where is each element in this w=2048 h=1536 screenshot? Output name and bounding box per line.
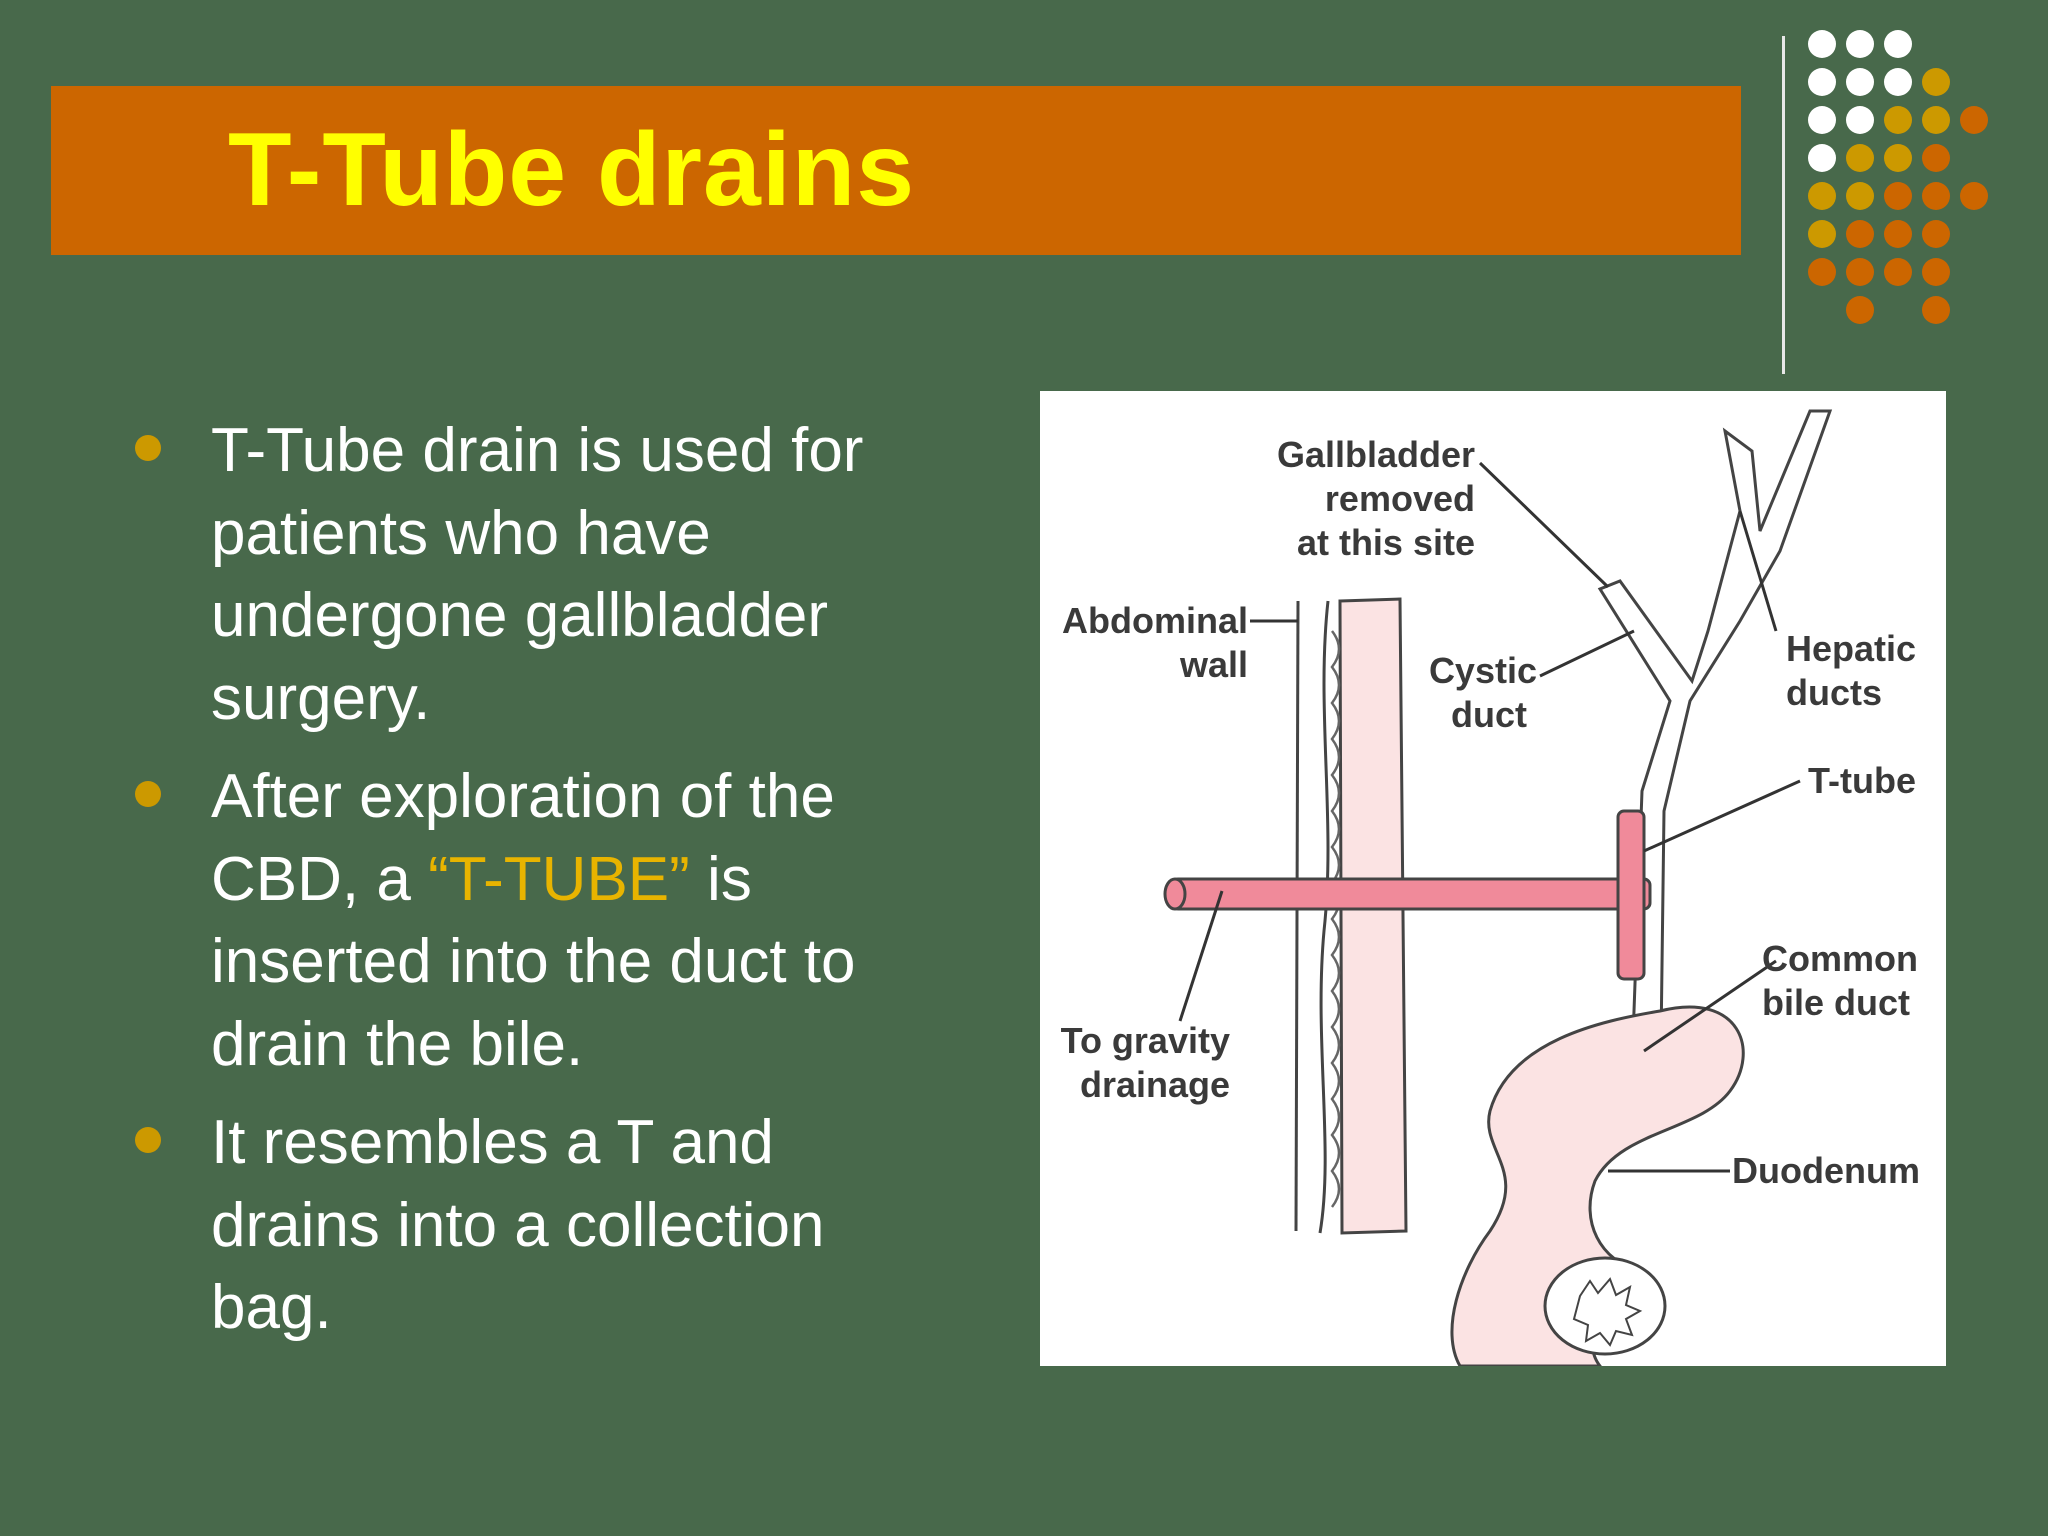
label-common-1: Common xyxy=(1762,938,1918,979)
label-gallbladder-3: at this site xyxy=(1297,522,1475,563)
label-duodenum: Duodenum xyxy=(1732,1150,1920,1191)
duodenum-mucosa xyxy=(1572,1277,1643,1347)
decorative-dot xyxy=(1884,258,1912,286)
decorative-dot xyxy=(1808,182,1836,210)
label-cystic-1: Cystic xyxy=(1429,650,1537,691)
bullet-list: T-Tube drain is used for patients who ha… xyxy=(130,410,930,1366)
bullet-text: It resembles a T and drains into a colle… xyxy=(211,1108,825,1342)
decorative-dot xyxy=(1808,30,1836,58)
label-gallbladder-2: removed xyxy=(1325,478,1475,519)
label-gravity-2: drainage xyxy=(1080,1064,1230,1105)
bullet-text: After exploration of the CBD, a xyxy=(211,762,835,914)
abdominal-wall-left-line xyxy=(1294,600,1300,1232)
decorative-dot xyxy=(1846,296,1874,324)
bullet-highlight: “T-TUBE” xyxy=(428,844,690,914)
t-tube-vertical xyxy=(1616,809,1646,981)
label-hepatic-2: ducts xyxy=(1786,672,1882,713)
decorative-dot xyxy=(1922,68,1950,96)
label-abdominal-2: wall xyxy=(1179,644,1248,685)
bullet-text: T-Tube drain is used for patients who ha… xyxy=(211,416,864,733)
abdominal-wall xyxy=(1338,597,1408,1235)
bullet-item: T-Tube drain is used for patients who ha… xyxy=(130,410,930,740)
decorative-dot xyxy=(1960,182,1988,210)
t-tube-end xyxy=(1163,877,1187,911)
decorative-dot xyxy=(1846,144,1874,172)
decorative-dot xyxy=(1846,106,1874,134)
decorative-dot xyxy=(1884,68,1912,96)
bullet-dot-icon xyxy=(135,781,161,807)
leader-gravity xyxy=(1178,890,1224,1022)
label-ttube: T-tube xyxy=(1808,760,1916,801)
decorative-dot xyxy=(1846,30,1874,58)
bullet-dot-icon xyxy=(135,1127,161,1153)
decorative-dot xyxy=(1922,182,1950,210)
label-common-2: bile duct xyxy=(1762,982,1910,1023)
decorative-dot xyxy=(1922,258,1950,286)
abdominal-wall-cells xyxy=(1330,630,1341,1208)
t-tube-diagram-svg: Gallbladder removed at this site Abdomin… xyxy=(1061,409,1920,1366)
leader-gallbladder xyxy=(1478,461,1610,589)
decorative-dot xyxy=(1808,106,1836,134)
bullet-dot-icon xyxy=(135,435,161,461)
decorative-dot xyxy=(1846,68,1874,96)
abdominal-wall-texture xyxy=(1318,600,1330,1234)
decorative-dot xyxy=(1884,106,1912,134)
decorative-dot xyxy=(1922,220,1950,248)
decorative-dot xyxy=(1846,182,1874,210)
decorative-dot xyxy=(1884,220,1912,248)
leader-cystic xyxy=(1539,629,1635,678)
decorative-dot xyxy=(1922,296,1950,324)
divider-line xyxy=(1782,36,1785,374)
leader-common xyxy=(1643,959,1777,1053)
slide-title: T-Tube drains xyxy=(228,112,916,228)
label-hepatic-1: Hepatic xyxy=(1786,628,1916,669)
label-gallbladder-1: Gallbladder xyxy=(1277,434,1475,475)
decorative-dot xyxy=(1846,220,1874,248)
leader-hepatic xyxy=(1738,510,1778,632)
bullet-item: After exploration of the CBD, a “T-TUBE”… xyxy=(130,756,930,1086)
bullet-text: is inserted into the duct to drain the b… xyxy=(211,844,856,1079)
title-bar: T-Tube drains xyxy=(51,86,1741,255)
decorative-dot xyxy=(1884,182,1912,210)
decorative-dot-grid xyxy=(1808,30,2048,350)
decorative-dot xyxy=(1808,68,1836,96)
decorative-dot xyxy=(1884,30,1912,58)
t-tube-horizontal xyxy=(1170,877,1652,911)
bullet-item: It resembles a T and drains into a colle… xyxy=(130,1102,930,1350)
decorative-dot xyxy=(1922,106,1950,134)
label-cystic-2: duct xyxy=(1451,694,1527,735)
t-tube-diagram: Gallbladder removed at this site Abdomin… xyxy=(1040,391,1946,1366)
decorative-dot xyxy=(1808,144,1836,172)
decorative-dot xyxy=(1846,258,1874,286)
label-abdominal-1: Abdominal xyxy=(1062,600,1248,641)
leader-ttube xyxy=(1643,779,1801,853)
decorative-dot xyxy=(1808,258,1836,286)
decorative-dot xyxy=(1960,106,1988,134)
decorative-dot xyxy=(1808,220,1836,248)
duodenum-lumen xyxy=(1543,1256,1667,1356)
decorative-dot xyxy=(1922,144,1950,172)
decorative-dot xyxy=(1884,144,1912,172)
label-gravity-1: To gravity xyxy=(1061,1020,1230,1061)
